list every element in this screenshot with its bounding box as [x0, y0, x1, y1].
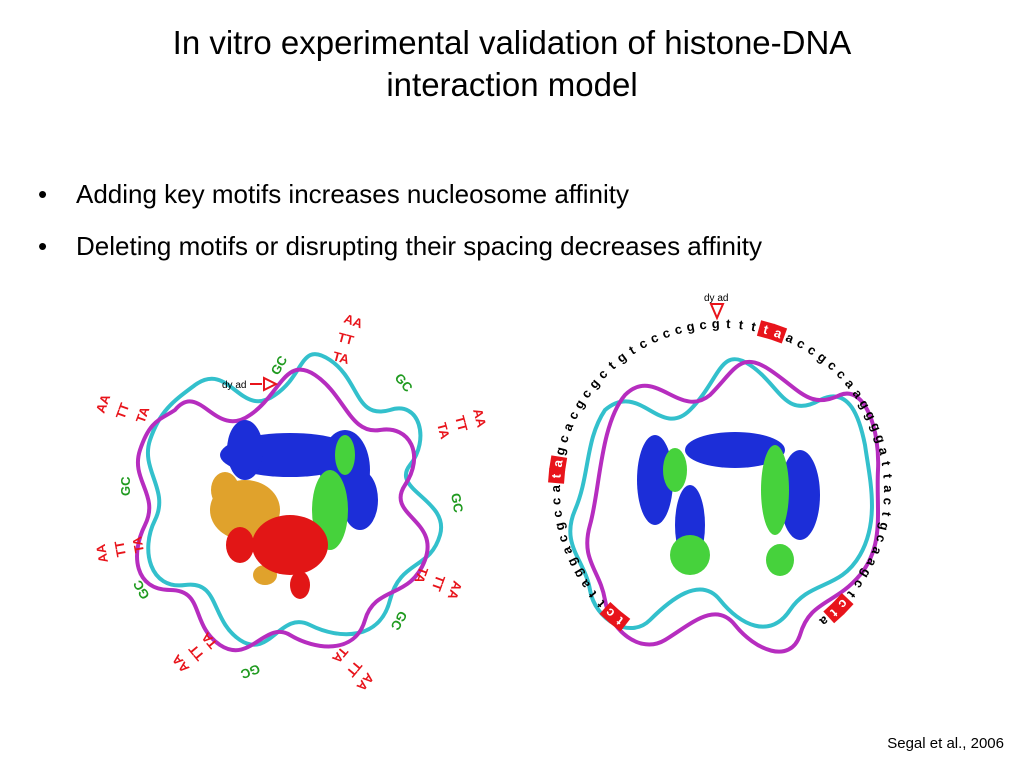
sequence-letter: c [636, 335, 649, 352]
sequence-letter: c [549, 509, 565, 518]
sequence-letter: g [711, 316, 720, 331]
motif-label: TA [411, 565, 431, 586]
motif-label: AA [445, 579, 466, 602]
sequence-letter: t [726, 316, 732, 331]
sequence-letter: c [699, 317, 708, 333]
slide-title: In vitro experimental validation of hist… [0, 22, 1024, 106]
sequence-highlight-box [768, 323, 788, 344]
right-dna-strand-magenta [585, 359, 881, 654]
sequence-letter: c [555, 433, 571, 444]
citation: Segal et al., 2006 [887, 735, 1004, 752]
motif-label: AA [93, 392, 114, 415]
sequence-letter: t [762, 322, 771, 338]
motif-label: GC [387, 609, 410, 634]
sequence-letter: g [685, 318, 696, 334]
bullet-dot-icon: • [38, 179, 48, 209]
sequence-letter: c [794, 335, 807, 352]
sequence-letter: g [857, 566, 874, 580]
sequence-letter: c [880, 497, 895, 505]
right-dyad-label: dy ad [704, 293, 728, 304]
sequence-letter: c [555, 533, 571, 544]
sequence-letter: g [564, 556, 581, 570]
sequence-letter: t [750, 319, 758, 335]
sequence-letter: c [565, 409, 582, 422]
motif-label: AA [470, 407, 490, 430]
sequence-letter: a [550, 458, 566, 468]
bullet-text: Adding key motifs increases nucleosome a… [76, 179, 630, 209]
sequence-highlight-box [599, 602, 621, 624]
motif-label: TA [331, 348, 351, 367]
sequence-letter: g [586, 376, 603, 392]
right-histone-core [637, 432, 820, 576]
sequence-highlight-box [823, 602, 845, 624]
left-dna-strand-cyan [146, 352, 444, 647]
sequence-letter: c [578, 386, 594, 401]
sequence-letter: t [738, 317, 745, 332]
motif-label: TA [434, 421, 453, 441]
right-dna-strand-cyan [568, 357, 874, 631]
bullet-list: • Adding key motifs increases nucleosome … [38, 168, 762, 272]
motif-label: TA [133, 404, 153, 425]
left-dyad-arrow-icon [263, 376, 279, 392]
sequence-letter: t [879, 460, 895, 467]
motif-label: TA [129, 535, 147, 554]
title-line-2: interaction model [386, 66, 638, 103]
motif-label: GC [238, 661, 262, 682]
motif-label: GC [448, 492, 466, 514]
motif-label: GC [130, 577, 153, 602]
sequence-letter: c [595, 366, 611, 382]
sequence-highlight-box [549, 455, 568, 472]
left-nucleosome-model: dy ad AA TT TA GC GC AA TT TA AA TT TA G… [93, 311, 490, 695]
left-dyad-label: dy ad [222, 380, 246, 391]
motif-label: TT [336, 329, 355, 348]
sequence-letter: c [548, 497, 563, 505]
sequence-letter: g [552, 445, 568, 456]
bullet-item: • Deleting motifs or disrupting their spa… [38, 220, 762, 272]
bullet-text: Deleting motifs or disrupting their spac… [76, 231, 762, 261]
motif-label: TT [452, 414, 471, 433]
sequence-letter: t [605, 358, 619, 373]
sequence-letter: g [815, 349, 830, 366]
sequence-letter: t [548, 473, 563, 479]
motif-label: TT [113, 401, 133, 421]
sequence-letter: t [626, 342, 638, 357]
sequence-letter: g [571, 397, 588, 412]
left-dna-strand-magenta [135, 367, 430, 653]
right-dyad-arrow-icon [709, 303, 725, 321]
sequence-highlight-box [609, 610, 631, 632]
sequence-letter: a [881, 485, 896, 493]
motif-label: AA [93, 542, 111, 564]
sequence-letter: a [548, 484, 563, 492]
motif-label: GC [118, 476, 133, 496]
sequence-letter: a [558, 544, 575, 557]
sequence-letter: g [876, 521, 892, 532]
sequence-letter: t [880, 473, 895, 479]
bullet-item: • Adding key motifs increases nucleosome … [38, 168, 762, 220]
sequence-letter: g [614, 349, 629, 366]
sequence-letter: c [873, 533, 889, 544]
sequence-letter: a [560, 420, 577, 433]
sequence-letter: c [825, 357, 840, 373]
sequence-letter: a [876, 446, 892, 457]
sequence-letter: c [834, 366, 850, 382]
sequence-highlight-box [832, 593, 854, 615]
bullet-dot-icon: • [38, 231, 48, 261]
sequence-letter: c [805, 342, 819, 359]
sequence-letter: c [673, 321, 684, 337]
sequence-letter: c [660, 325, 672, 342]
motif-label: TT [429, 573, 449, 593]
sequence-letter: c [648, 330, 661, 347]
sequence-letter: t [879, 511, 895, 518]
sequence-letter: g [551, 521, 567, 532]
title-line-1: In vitro experimental validation of hist… [172, 24, 852, 61]
motif-label: TT [111, 540, 129, 558]
sequence-highlight-box [548, 468, 566, 484]
motif-label: GC [392, 370, 416, 395]
motif-label: AA [342, 311, 365, 332]
left-histone-core [210, 420, 378, 599]
